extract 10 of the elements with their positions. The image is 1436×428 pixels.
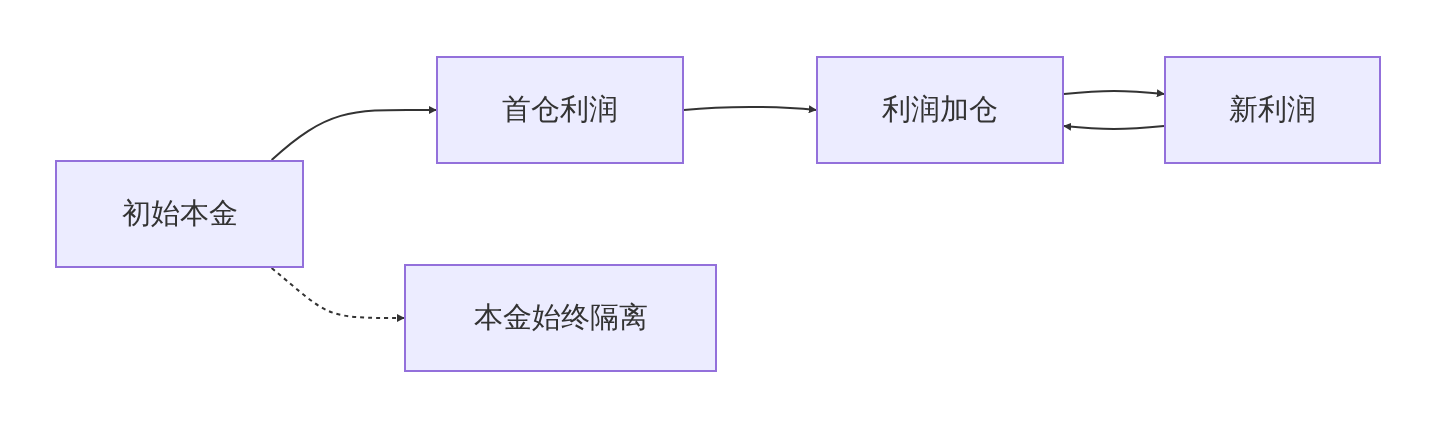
process-box: 新利润 — [1164, 56, 1381, 164]
arrow — [683, 105, 817, 114]
arrow — [270, 105, 437, 161]
arrow — [1063, 122, 1165, 131]
arrow — [270, 267, 405, 322]
process-box: 本金始终隔离 — [404, 264, 717, 372]
process-box: 利润加仓 — [816, 56, 1064, 164]
arrow — [1063, 89, 1165, 98]
process-box: 首仓利润 — [436, 56, 684, 164]
process-box: 初始本金 — [55, 160, 304, 268]
